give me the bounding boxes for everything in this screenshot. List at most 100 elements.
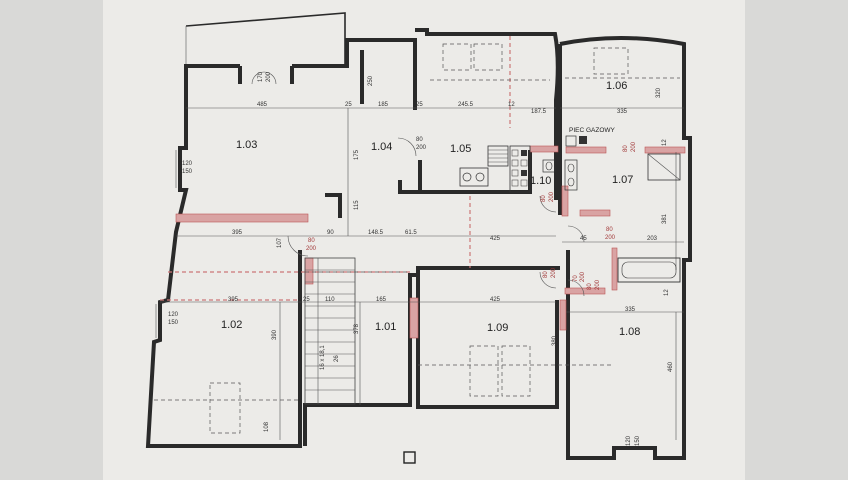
door-107b-w: 80 <box>606 227 613 233</box>
room-103-right-stub <box>325 193 342 218</box>
dim-115: 115 <box>354 200 360 210</box>
dim-250: 250 <box>368 75 374 86</box>
outer-wall-left <box>145 64 302 448</box>
dim-150c: 150 <box>635 435 641 446</box>
shower <box>647 153 681 181</box>
door-103-w: 80 <box>308 238 315 244</box>
bottom-middle-wall <box>298 250 560 446</box>
door-1082-w: 70 <box>573 275 579 282</box>
terrace-outline <box>185 12 346 67</box>
dim-90: 90 <box>327 230 334 236</box>
toilet-110 <box>542 159 556 173</box>
door-1082-h: 200 <box>580 271 586 282</box>
door-104-w: 80 <box>416 137 423 143</box>
skylight-105a <box>442 43 472 71</box>
red-wall-108-right <box>559 299 567 331</box>
dim-165: 165 <box>376 297 387 303</box>
dim-185: 185 <box>378 102 389 108</box>
dim-25b: 25 <box>416 102 423 108</box>
dim-150a: 150 <box>182 169 193 175</box>
room-label-110: 1.10 <box>530 175 551 187</box>
outer-wall-right <box>559 36 692 460</box>
red-wall-107-mid <box>579 209 611 217</box>
dim-200door: 200 <box>266 71 272 82</box>
staircase <box>304 257 356 405</box>
red-wall-108-left <box>611 247 618 291</box>
red-wall-stairs <box>304 257 314 285</box>
door-104-h: 200 <box>416 145 427 151</box>
door-108-w: 80 <box>587 283 593 290</box>
dim-12a: 12 <box>508 102 515 108</box>
room-label-104: 1.04 <box>371 141 392 153</box>
room-label-102: 1.02 <box>221 319 242 331</box>
room-label-103: 1.03 <box>236 139 257 151</box>
door-103-h: 200 <box>306 246 317 252</box>
gas-furnace-label: PIEC GAZOWY <box>569 127 616 134</box>
red-wall-108-top <box>564 287 606 295</box>
dim-150b: 150 <box>168 320 179 326</box>
dim-320: 320 <box>656 87 662 98</box>
stairs-label: 16 x 18,1 <box>320 345 326 370</box>
red-wall-110-left <box>561 185 569 217</box>
dim-175: 175 <box>354 149 360 160</box>
dim-148: 148.5 <box>368 230 384 236</box>
red-wall-107-right <box>644 146 686 154</box>
dim-425a: 425 <box>490 236 501 242</box>
outside-post <box>403 451 416 464</box>
kitchen-stove <box>487 145 509 167</box>
dim-110: 110 <box>325 297 335 303</box>
dim-390: 390 <box>272 329 278 340</box>
kitchen-cabinet-grid <box>509 145 531 193</box>
entrance-door-swing <box>251 71 277 85</box>
door-swing-108 <box>567 279 585 297</box>
dim-187: 187.5 <box>531 109 547 115</box>
dim-61: 61.5 <box>405 230 417 236</box>
door-swing-103 <box>287 235 309 257</box>
door-107a-w: 80 <box>623 145 629 152</box>
dim-378: 378 <box>354 323 360 334</box>
room-label-107: 1.07 <box>612 174 633 186</box>
dim-120b: 120 <box>168 312 179 318</box>
door-swing-101 <box>539 271 557 289</box>
red-wall-101 <box>409 297 419 339</box>
outer-wall-top-middle <box>415 28 560 200</box>
room-label-108: 1.08 <box>619 326 640 338</box>
door-107b-h: 200 <box>605 235 616 241</box>
dim-120a: 120 <box>182 161 193 167</box>
bathtub <box>617 257 681 283</box>
room-109-wall <box>416 275 559 409</box>
dim-460: 460 <box>668 361 674 372</box>
room-label-105: 1.05 <box>450 143 471 155</box>
room-label-109: 1.09 <box>487 322 508 334</box>
red-wall-107-top <box>565 146 607 154</box>
door-110-h: 200 <box>549 191 555 202</box>
skylight-109a <box>469 345 499 397</box>
stairs-dim-26: 26 <box>334 355 340 362</box>
kitchen-sink <box>459 167 489 187</box>
door-101-w: 80 <box>543 271 549 278</box>
door-101-h: 200 <box>551 267 557 278</box>
skylight-105b <box>473 43 503 71</box>
red-wall-kitchen <box>529 145 559 153</box>
door-swing-104 <box>397 137 417 157</box>
door-110-w: 80 <box>541 195 547 202</box>
dim-25a: 25 <box>345 102 352 108</box>
dim-395a: 395 <box>232 230 243 236</box>
dim-25c: 25 <box>303 297 310 303</box>
skylight-109b <box>501 345 531 397</box>
washbasin-110 <box>564 159 578 191</box>
room-label-101: 1.01 <box>375 321 396 333</box>
dim-203: 203 <box>647 236 658 242</box>
outer-wall-top-left <box>238 38 417 110</box>
door-swing-107 <box>567 225 585 243</box>
dim-381: 381 <box>662 213 668 224</box>
dim-107: 107 <box>277 237 283 248</box>
gas-furnace-unit <box>565 135 587 147</box>
dim-245: 245.5 <box>458 102 474 108</box>
dim-485: 485 <box>257 102 268 108</box>
skylight-102 <box>209 382 241 434</box>
door-swing-110 <box>539 195 557 213</box>
dim-335a: 335 <box>617 109 628 115</box>
door-107a-h: 200 <box>631 141 637 152</box>
